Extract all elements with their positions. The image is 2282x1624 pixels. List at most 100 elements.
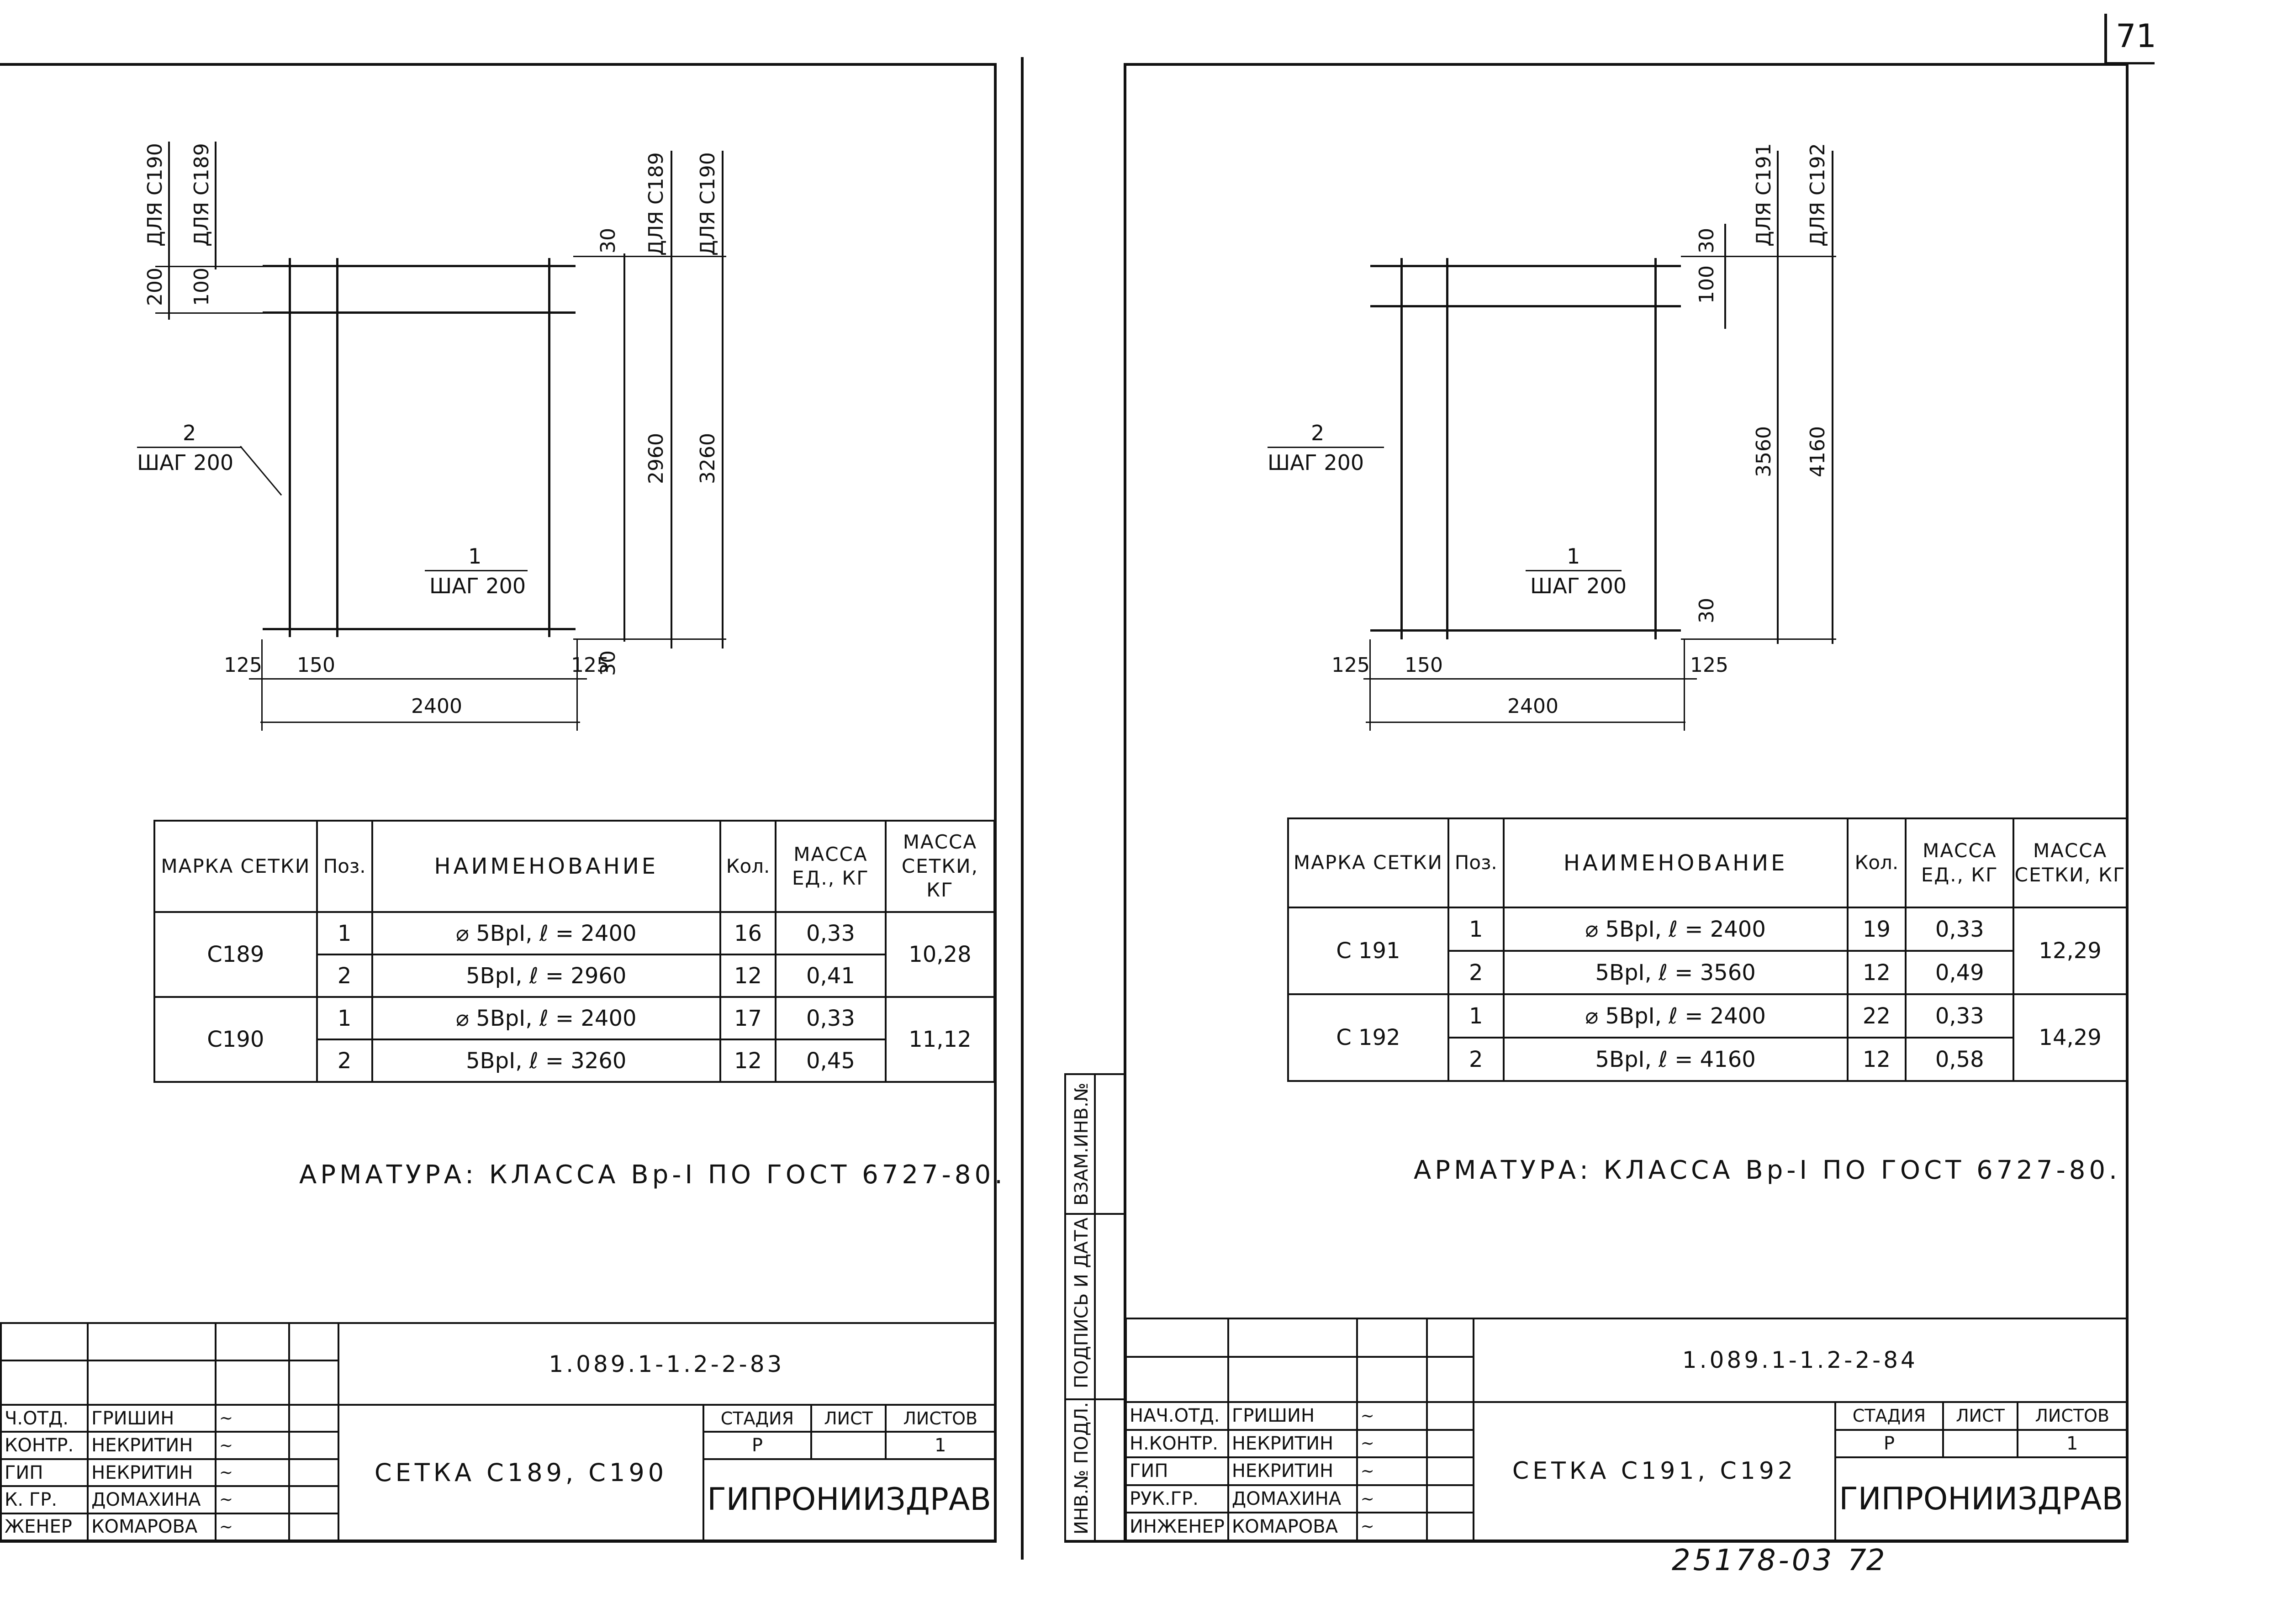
cell-pos: 2 [316, 1039, 373, 1083]
role: ЖЕНЕР [0, 1512, 89, 1542]
leader-line [425, 570, 528, 571]
mesh-bar-v [336, 258, 338, 637]
mesh-bar-h [263, 265, 576, 267]
role: КОНТР. [0, 1431, 89, 1460]
signature: ~ [1356, 1484, 1428, 1514]
right-sheet-right-border [2126, 63, 2129, 1543]
page-number: 71 [2116, 17, 2157, 55]
cell-total: 11,12 [884, 996, 996, 1083]
cell-qty: 12 [1846, 1037, 1907, 1082]
role: Ч.ОТД. [0, 1404, 89, 1433]
cell-name: ⌀ 5ВрI, ℓ = 2400 [371, 996, 721, 1040]
organization: ГИПРОНИИЗДРАВ [703, 1458, 996, 1542]
person-name: КОМАРОВА [87, 1512, 217, 1542]
side-strip-divider [1094, 1073, 1096, 1542]
dim-125-left: 125 [1331, 654, 1370, 677]
drawing-title: СЕТКА С191, С192 [1472, 1401, 1837, 1542]
left-spec-table: МАРКА СЕТКИ Поз. НАИМЕНОВАНИЕ Кол. МАССА… [153, 820, 996, 1083]
archive-number: 25178-03 [1672, 1544, 1835, 1577]
dim-line [261, 639, 263, 731]
label-podpis-data: ПОДПИСЬ И ДАТА [1071, 1218, 1092, 1388]
role: ГИП [0, 1458, 89, 1487]
sheets-header: ЛИСТОВ [885, 1404, 996, 1433]
dim-125-right: 125 [571, 654, 609, 677]
dim-line [573, 256, 726, 257]
role: РУК.ГР. [1125, 1484, 1229, 1514]
cell-pos: 1 [1447, 907, 1505, 952]
mesh-bar-h [263, 311, 576, 314]
mesh-bar-h [263, 628, 576, 630]
left-sheet-top-border [0, 63, 997, 66]
dim-4160: 4160 [1806, 426, 1829, 477]
cell-name: 5ВрI, ℓ = 2960 [371, 954, 721, 998]
header-mark: МАРКА СЕТКИ [153, 820, 318, 913]
dim-line [722, 151, 724, 649]
dim-3260: 3260 [696, 433, 719, 484]
left-rebar-note: АРМАТУРА: КЛАССА Вр-I ПО ГОСТ 6727-80. [299, 1160, 1006, 1190]
pos1-step: ШАГ 200 [429, 574, 526, 598]
signature: ~ [1356, 1512, 1428, 1541]
dim-line [1366, 722, 1685, 723]
dim-line [1681, 638, 1836, 640]
archive-page: 72 [1848, 1544, 1885, 1577]
role: ИНЖЕНЕР [1125, 1512, 1229, 1541]
dim-line [1777, 151, 1779, 644]
mesh-bar-h [1370, 629, 1681, 632]
dim-30-top: 30 [597, 228, 620, 253]
cell-mass: 0,58 [1905, 1037, 2015, 1082]
right-title-block: 1.089.1-1.2-2-84 НАЧ.ОТД. ГРИШИН ~ СЕТКА… [1125, 1318, 2128, 1542]
right-spec-table: МАРКА СЕТКИ Поз. НАИМЕНОВАНИЕ Кол. МАССА… [1287, 817, 2128, 1082]
cell-mass: 0,33 [775, 911, 887, 955]
mesh-bar-v [548, 258, 550, 637]
signature: ~ [1356, 1456, 1428, 1486]
leader-line [240, 446, 282, 496]
header-mass-unit: МАССА ЕД., КГ [1905, 817, 2015, 908]
header-pos: Поз. [316, 820, 373, 913]
mesh-bar-v [1400, 258, 1403, 639]
label-for-c190: ДЛЯ С190 [143, 143, 167, 247]
label-for-c190-right: ДЛЯ С190 [696, 152, 719, 256]
role: Н.КОНТР. [1125, 1429, 1229, 1459]
cell-pos: 1 [316, 996, 373, 1040]
role: К. ГР. [0, 1485, 89, 1514]
dim-line [155, 266, 265, 267]
stage-value: Р [1834, 1429, 1944, 1459]
dim-line [1832, 151, 1833, 644]
pos1-number: 1 [1567, 544, 1580, 569]
cell-total: 14,29 [2013, 993, 2128, 1082]
cell-total: 10,28 [884, 911, 996, 998]
stage-header: СТАДИЯ [703, 1404, 812, 1433]
stage-value: Р [703, 1431, 812, 1460]
organization: ГИПРОНИИЗДРАВ [1834, 1456, 2128, 1541]
person-name: НЕКРИТИН [1227, 1456, 1358, 1486]
dim-line [168, 142, 170, 320]
cell-pos: 2 [1447, 950, 1505, 995]
cell-qty: 19 [1846, 907, 1907, 952]
dim-125-right: 125 [1690, 654, 1728, 677]
mesh-bar-v [1446, 258, 1448, 639]
dim-3560: 3560 [1752, 426, 1775, 477]
person-name: НЕКРИТИН [87, 1431, 217, 1460]
pos2-number: 2 [183, 421, 196, 445]
person-name: КОМАРОВА [1227, 1512, 1358, 1541]
dim-line [671, 151, 672, 649]
dim-150: 150 [297, 654, 335, 677]
dim-line [1363, 678, 1697, 680]
person-name: НЕКРИТИН [87, 1458, 217, 1487]
dim-125-left: 125 [224, 654, 262, 677]
sheet-header: ЛИСТ [810, 1404, 887, 1433]
pos2-number: 2 [1311, 421, 1325, 445]
label-for-c191: ДЛЯ С191 [1752, 143, 1775, 247]
header-qty: Кол. [1846, 817, 1907, 908]
sheets-header: ЛИСТОВ [2017, 1401, 2128, 1431]
signature: ~ [214, 1512, 291, 1542]
signature: ~ [1356, 1429, 1428, 1459]
cell-qty: 16 [719, 911, 777, 955]
cell-qty: 17 [719, 996, 777, 1040]
cell-mass: 0,33 [1905, 993, 2015, 1039]
role: НАЧ.ОТД. [1125, 1401, 1229, 1431]
label-vzam-inv: ВЗАМ.ИНВ.№ [1071, 1082, 1092, 1206]
dim-line [573, 638, 726, 640]
person-name: ГРИШИН [87, 1404, 217, 1433]
cell-mass: 0,45 [775, 1039, 887, 1083]
